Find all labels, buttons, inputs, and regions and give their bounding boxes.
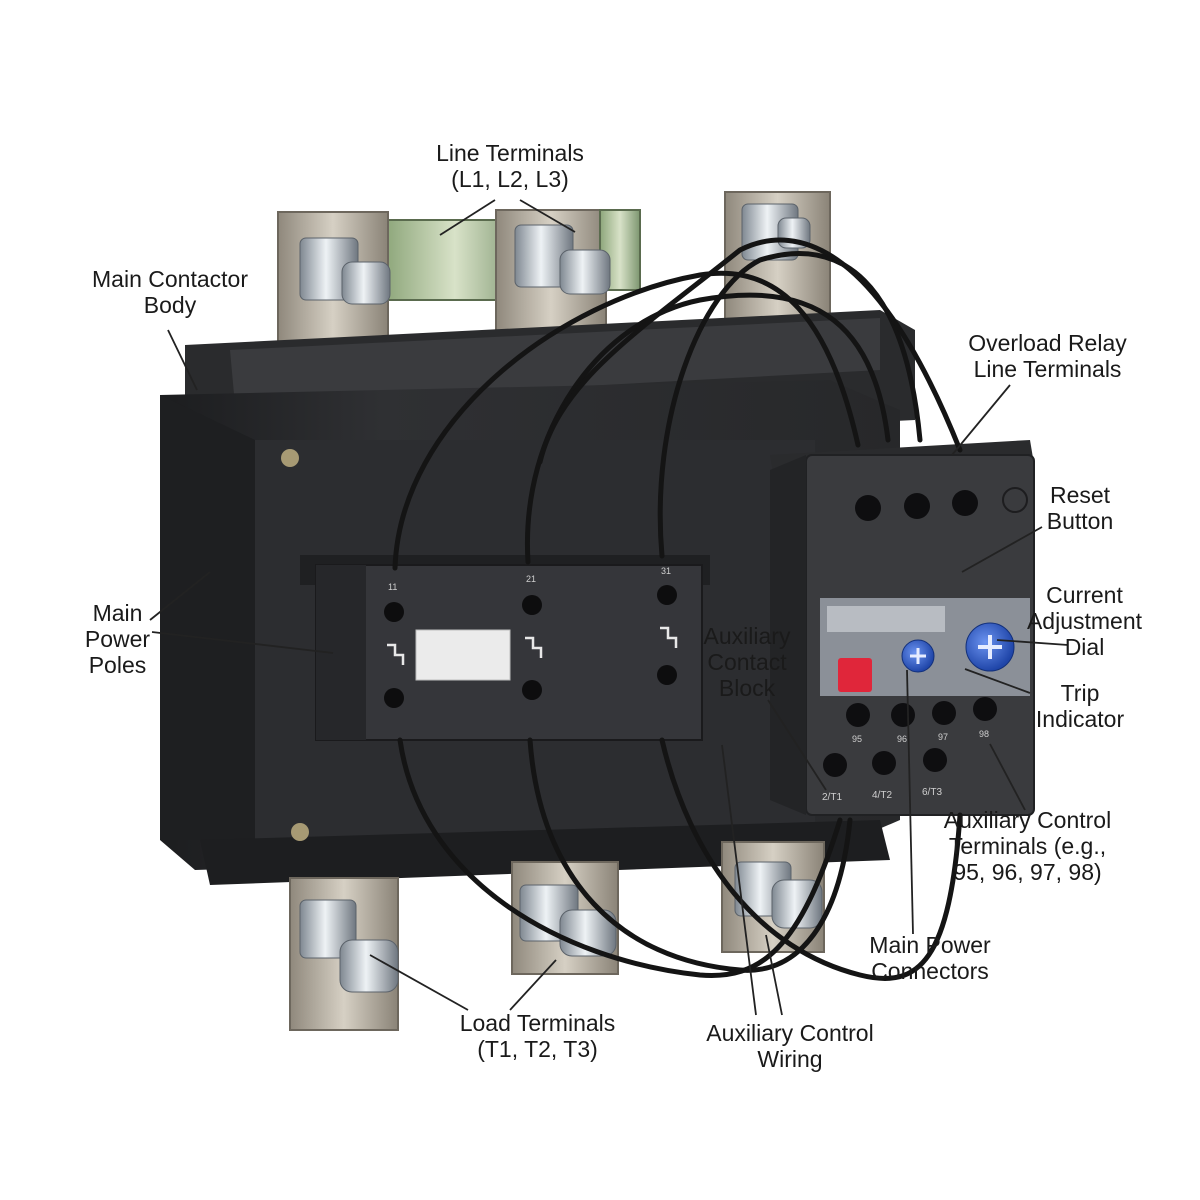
label-line: Trip <box>1060 680 1100 706</box>
label-line: (L1, L2, L3) <box>451 166 569 192</box>
leader-lines <box>149 199 1069 1016</box>
label-line-terminals: Line Terminals (L1, L2, L3) <box>400 140 620 192</box>
label-reset-button: Reset Button <box>1030 482 1130 534</box>
label-line: Main Power <box>869 932 991 958</box>
label-load-terminals: Load Terminals (T1, T2, T3) <box>440 1010 635 1062</box>
label-main-power-poles: Main Power Poles <box>70 600 165 678</box>
terminal-mark-98: 98 <box>979 729 989 739</box>
terminal-mark-96: 96 <box>897 734 907 744</box>
label-line: Main Contactor <box>92 266 248 292</box>
label-line: Contact <box>707 649 787 675</box>
reset-button-icon <box>1002 487 1028 513</box>
label-line: Block <box>718 675 776 701</box>
terminal-mark-t2: 4/T2 <box>872 790 892 801</box>
bolt-icon <box>734 861 823 929</box>
terminal-mark-97: 97 <box>938 732 948 742</box>
overload-relay: 95 96 97 98 2/T1 4/T2 6/T3 <box>770 440 1035 816</box>
label-line: Terminals (e.g., <box>948 833 1107 859</box>
label-line: Auxiliary Control <box>943 807 1112 833</box>
label-line: Body <box>143 292 197 318</box>
label-line: Wiring <box>757 1046 823 1072</box>
label-window <box>415 629 511 681</box>
label-line: Line Terminals <box>436 140 584 166</box>
label-line: Load Terminals <box>459 1010 616 1036</box>
block-mark-2: 21 <box>526 574 536 584</box>
label-line: Power <box>84 626 151 652</box>
block-mark-3: 31 <box>661 566 671 576</box>
label-line: Poles <box>88 652 147 678</box>
label-auxiliary-control-wiring: Auxiliary Control Wiring <box>690 1020 890 1072</box>
trip-indicator-icon <box>838 658 872 692</box>
auxiliary-contact-block: 11 21 31 <box>300 555 710 741</box>
label-line: Button <box>1046 508 1114 534</box>
terminal-mark-t1: 2/T1 <box>822 792 842 803</box>
bolt-icon <box>514 224 611 295</box>
label-overload-relay-line-terminals: Overload Relay Line Terminals <box>930 330 1165 382</box>
label-main-contactor-body: Main Contactor Body <box>70 266 270 318</box>
label-line: Indicator <box>1035 706 1125 732</box>
terminal-mark-95: 95 <box>852 734 862 744</box>
label-line: (T1, T2, T3) <box>477 1036 598 1062</box>
label-current-adjustment-dial: Current Adjustment Dial <box>1012 582 1157 660</box>
label-line: Connectors <box>871 958 989 984</box>
label-line: Current <box>1046 582 1123 608</box>
label-auxiliary-contact-block: Auxiliary Contact Block <box>692 623 802 701</box>
auxiliary-control-wiring <box>392 237 963 981</box>
label-auxiliary-control-terminals: Auxiliary Control Terminals (e.g., 95, 9… <box>925 807 1130 885</box>
bolt-icon <box>299 899 399 993</box>
label-line: Overload Relay <box>968 330 1127 356</box>
label-line: Adjustment <box>1026 608 1143 634</box>
terminal-mark-t3: 6/T3 <box>922 787 942 798</box>
label-line: Reset <box>1049 482 1111 508</box>
label-line: Auxiliary <box>703 623 791 649</box>
label-line: 95, 96, 97, 98) <box>953 859 1102 885</box>
label-line: Auxiliary Control <box>706 1020 874 1046</box>
label-line: Main <box>92 600 143 626</box>
block-mark-1: 11 <box>388 582 397 592</box>
label-line: Line Terminals <box>973 356 1122 382</box>
label-trip-indicator: Trip Indicator <box>1025 680 1135 732</box>
line-terminals-group <box>277 191 831 358</box>
label-main-power-connectors: Main Power Connectors <box>860 932 1000 984</box>
label-line: Dial <box>1064 634 1105 660</box>
bolt-icon <box>299 237 391 305</box>
